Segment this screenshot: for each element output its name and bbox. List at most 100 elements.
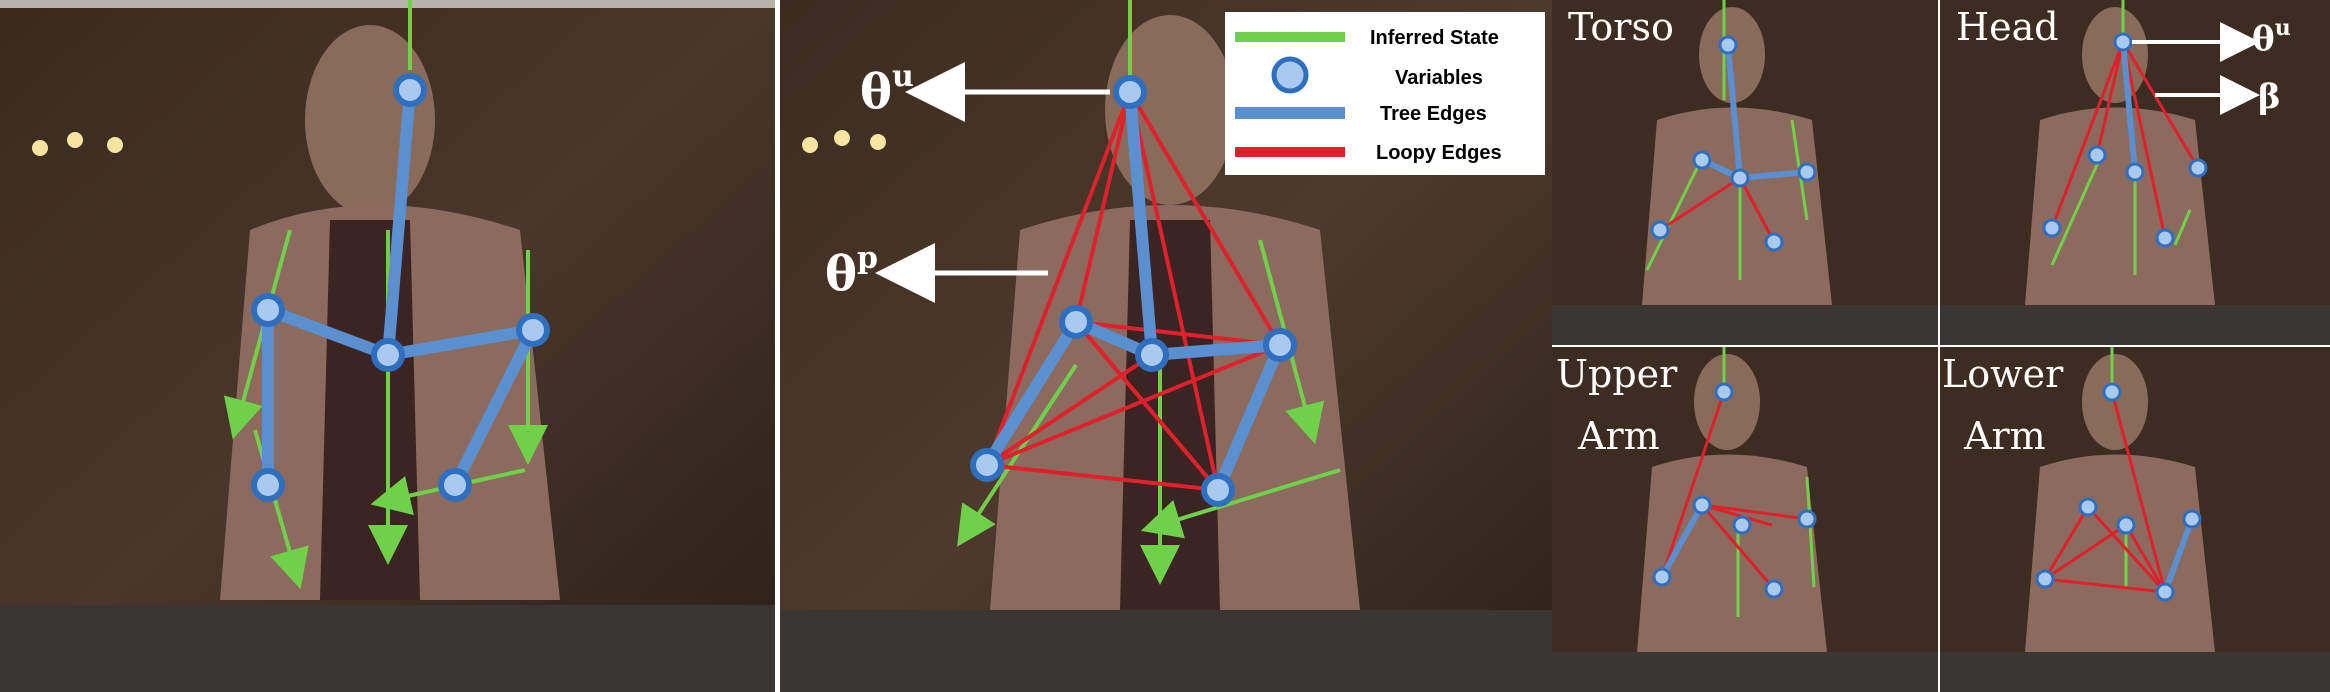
panel-middle-svg: θu θp Inferred State Variables Tree Edge… bbox=[780, 0, 1552, 692]
node bbox=[2078, 497, 2098, 517]
variable-nodes bbox=[970, 75, 1297, 507]
person-shirt bbox=[2025, 454, 2215, 652]
node bbox=[2155, 228, 2175, 248]
loopy-edge bbox=[1660, 391, 1726, 578]
bottom-band bbox=[1552, 305, 1938, 345]
loopy-edge bbox=[1128, 90, 1282, 347]
candle-light bbox=[870, 134, 886, 150]
subpanel-title-upper-arm-line1: Upper bbox=[1556, 352, 1678, 396]
node bbox=[1730, 168, 1750, 188]
loopy-edge bbox=[1075, 320, 1281, 347]
tree-edges bbox=[1659, 502, 1705, 580]
node bbox=[1764, 579, 1784, 599]
bottom-band bbox=[0, 605, 775, 692]
legend-label-variables: Variables bbox=[1395, 67, 1483, 89]
person-inner-shirt bbox=[320, 220, 420, 600]
bottom-band bbox=[1940, 652, 2330, 692]
node bbox=[1692, 150, 1712, 170]
tree-edge bbox=[382, 84, 416, 361]
panel-middle-loopy-model: θu θp Inferred State Variables Tree Edge… bbox=[780, 0, 1552, 692]
person-head bbox=[2082, 7, 2148, 103]
loopy-edge bbox=[2110, 391, 2167, 593]
legend-label-loopy-edges: Loopy Edges bbox=[1376, 142, 1502, 164]
loopy-edges bbox=[1659, 176, 1776, 243]
node-right-upper-arm bbox=[516, 313, 550, 347]
person-shirt bbox=[2025, 107, 2215, 305]
tree-edge bbox=[1124, 86, 1158, 361]
person-head bbox=[1694, 354, 1760, 450]
loopy-edge bbox=[1701, 503, 1773, 527]
loopy-edge bbox=[1659, 176, 1741, 232]
panel-left-svg bbox=[0, 0, 775, 692]
loopy-edges bbox=[1660, 391, 1808, 590]
tree-edge bbox=[1725, 42, 1743, 181]
loopy-edge bbox=[1128, 91, 1220, 491]
subpanel-head-svg: θu β Head bbox=[1940, 0, 2330, 345]
node-head bbox=[393, 73, 427, 107]
loopy-edge bbox=[1701, 503, 1808, 521]
variable-nodes bbox=[251, 73, 550, 502]
loopy-edge bbox=[2043, 506, 2090, 580]
green-arrow bbox=[1140, 468, 1341, 539]
loopy-edge bbox=[985, 353, 1154, 467]
green-arrow bbox=[2173, 209, 2192, 246]
inferred-state-arrows bbox=[2050, 0, 2192, 275]
loopy-edge bbox=[2086, 505, 2167, 594]
loopy-edge bbox=[986, 343, 1281, 467]
node-right-upper-arm bbox=[1263, 328, 1297, 362]
node bbox=[1650, 220, 1670, 240]
loopy-edge bbox=[1074, 91, 1132, 323]
node bbox=[2102, 382, 2122, 402]
loopy-edges bbox=[985, 90, 1282, 492]
node bbox=[1652, 567, 1672, 587]
loopy-edge bbox=[2121, 41, 2167, 239]
node-right-lower-arm bbox=[438, 468, 472, 502]
tree-edge bbox=[1212, 339, 1286, 496]
tree-edge bbox=[1737, 169, 1810, 181]
candle-light bbox=[67, 132, 83, 148]
node bbox=[2042, 218, 2062, 238]
node-left-upper-arm bbox=[1059, 305, 1093, 339]
person-head bbox=[1699, 7, 1765, 103]
node bbox=[1797, 509, 1817, 529]
tree-edges bbox=[2120, 39, 2138, 175]
node-right-lower-arm bbox=[1201, 473, 1235, 507]
theta-u-label: θu bbox=[860, 59, 914, 120]
node bbox=[1797, 162, 1817, 182]
legend-swatch-variables bbox=[1271, 56, 1309, 94]
subpanel-upper-arm: Upper Arm bbox=[1552, 347, 1938, 692]
loopy-edge bbox=[986, 463, 1219, 492]
head-theta-u-label: θu bbox=[2252, 15, 2291, 59]
theta-p-label: θp bbox=[825, 241, 878, 302]
loopy-edge bbox=[2121, 41, 2200, 169]
variable-nodes bbox=[2035, 382, 2202, 602]
node-left-upper-arm bbox=[251, 293, 285, 327]
candle-light bbox=[107, 137, 123, 153]
loopy-edge bbox=[2095, 41, 2125, 156]
node-torso bbox=[371, 338, 405, 372]
variable-nodes bbox=[2042, 32, 2208, 248]
node-left-lower-arm bbox=[970, 448, 1004, 482]
legend-label-inferred-state: Inferred State bbox=[1370, 27, 1499, 49]
node bbox=[1764, 232, 1784, 252]
tree-edge bbox=[262, 304, 394, 361]
bottom-band bbox=[780, 610, 1552, 692]
node bbox=[2113, 32, 2133, 52]
node bbox=[2125, 162, 2145, 182]
green-arrow bbox=[1645, 161, 1702, 271]
subpanel-upper-arm-svg: Upper Arm bbox=[1552, 347, 1938, 692]
person-head bbox=[305, 25, 435, 215]
candle-light bbox=[802, 137, 818, 153]
subpanel-lower-arm-svg: Lower Arm bbox=[1940, 347, 2330, 692]
loopy-edge bbox=[1074, 320, 1220, 492]
subpanel-torso-svg: Torso bbox=[1552, 0, 1938, 345]
loopy-edge bbox=[2044, 523, 2127, 581]
node-torso bbox=[1135, 338, 1169, 372]
tree-edge bbox=[2120, 39, 2138, 175]
loopy-edge bbox=[1700, 504, 1776, 590]
subpanel-head: θu β Head bbox=[1940, 0, 2330, 345]
head-beta-label: β bbox=[2258, 77, 2281, 117]
green-arrow bbox=[2050, 157, 2102, 266]
variable-nodes bbox=[1650, 35, 1817, 252]
subpanel-title-lower-arm-line1: Lower bbox=[1942, 352, 2064, 396]
